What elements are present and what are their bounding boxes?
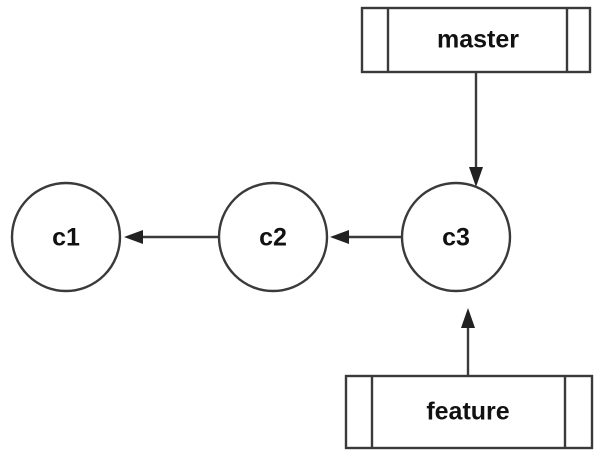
edge-master-to-c3 xyxy=(469,72,483,187)
arrowhead-c1 xyxy=(124,230,143,244)
branch-label-master: master xyxy=(437,26,519,54)
edge-feature-to-c3 xyxy=(461,308,475,376)
commit-circle-c3[interactable] xyxy=(400,181,512,293)
branch-box-master[interactable] xyxy=(360,6,592,74)
commit-node-c3[interactable]: c3 xyxy=(400,181,512,293)
commit-label-c2: c2 xyxy=(259,224,287,252)
branch-node-feature[interactable]: feature xyxy=(344,374,594,450)
commit-label-c1: c1 xyxy=(52,224,80,252)
arrowhead-feature-c3 xyxy=(461,308,475,328)
commit-node-c1[interactable]: c1 xyxy=(10,181,122,293)
edge-c3-to-c2 xyxy=(330,230,402,244)
commit-label-c3: c3 xyxy=(442,224,470,252)
branch-label-feature: feature xyxy=(426,398,509,426)
edge-c2-to-c1 xyxy=(124,230,219,244)
branch-node-master[interactable]: master xyxy=(360,6,592,74)
arrowhead-c2 xyxy=(330,230,349,244)
commit-circle-c1[interactable] xyxy=(10,181,122,293)
branch-box-feature[interactable] xyxy=(344,374,594,450)
commit-node-c2[interactable]: c2 xyxy=(217,181,329,293)
commit-circle-c2[interactable] xyxy=(217,181,329,293)
arrowhead-master-c3 xyxy=(469,167,483,187)
